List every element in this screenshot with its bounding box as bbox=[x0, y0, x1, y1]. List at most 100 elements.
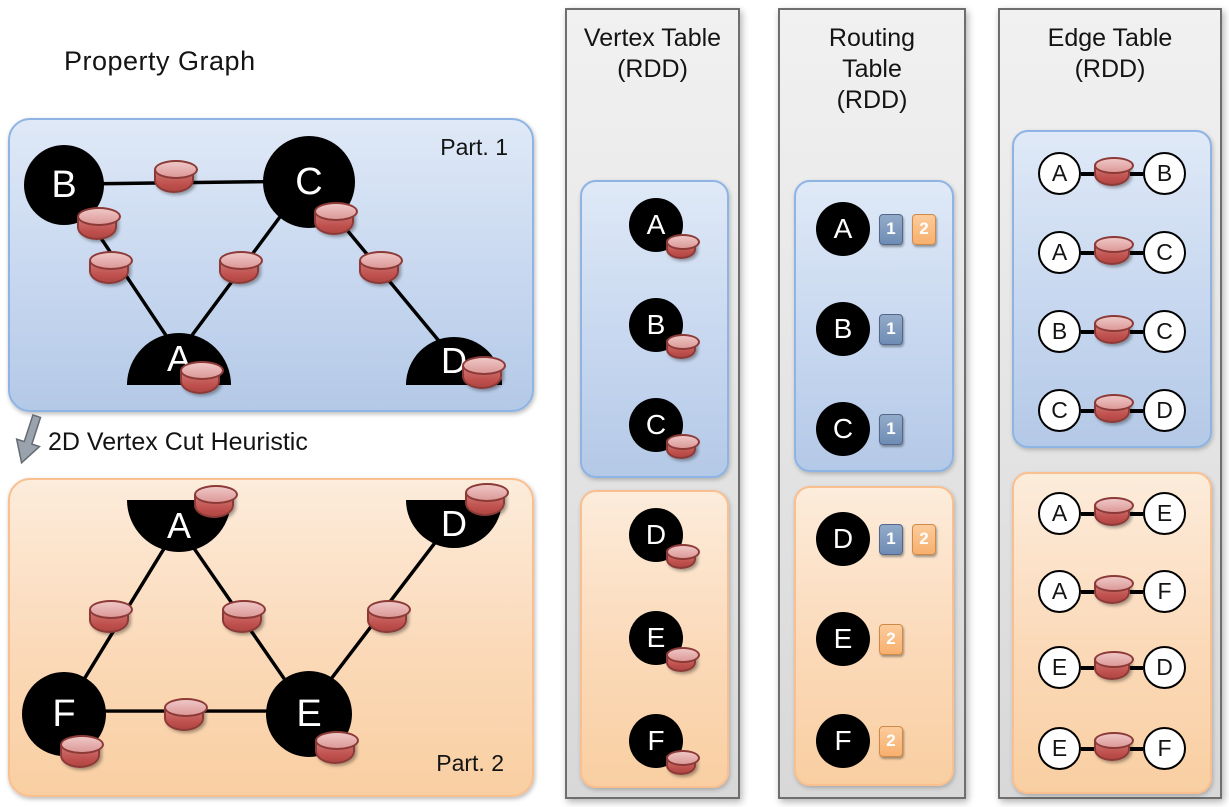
edge-property-cylinder-icon bbox=[222, 600, 266, 633]
routing-table-panel: Routing Table (RDD) A 1 2 B 1 C 1 D 1 2 … bbox=[778, 8, 966, 799]
vertex-circle: C bbox=[816, 402, 870, 456]
partition-1-badge: 1 bbox=[879, 213, 903, 245]
edge-connector-line bbox=[1081, 511, 1094, 516]
vertex-cut-arrow-icon bbox=[15, 414, 42, 465]
edge-property-cylinder-icon bbox=[89, 251, 133, 284]
edge-row: A E bbox=[1014, 492, 1210, 535]
vertex-circle: A bbox=[816, 202, 870, 256]
vertex-entry: C bbox=[629, 398, 700, 459]
edge-property-cylinder-icon bbox=[1094, 235, 1134, 265]
partition-2-badge: 2 bbox=[879, 725, 903, 757]
vertex-entry: B bbox=[629, 298, 700, 359]
edge-property-cylinder-icon bbox=[367, 600, 411, 633]
vertex-property-cylinder-icon bbox=[666, 750, 700, 775]
edge-connector-line bbox=[1081, 665, 1094, 670]
edge-connector-line bbox=[1130, 589, 1143, 594]
vertex-circle: E bbox=[816, 612, 870, 666]
edge-dst-circle: B bbox=[1143, 152, 1186, 195]
vertex-table-title-line2: (RDD) bbox=[617, 55, 688, 83]
edge-dst-circle: F bbox=[1143, 727, 1186, 770]
routing-table-title-line1: Routing bbox=[828, 24, 916, 52]
edge-row: C D bbox=[1014, 389, 1210, 432]
routing-row: D 1 2 bbox=[816, 512, 936, 566]
vertex-circle: B bbox=[816, 302, 870, 356]
edge-dst-circle: C bbox=[1143, 231, 1186, 274]
edge-connector-line bbox=[1130, 511, 1143, 516]
cut-heuristic-label: 2D Vertex Cut Heuristic bbox=[48, 428, 308, 456]
edge-property-cylinder-icon bbox=[1094, 156, 1134, 186]
edge-table-title: Edge Table (RDD) bbox=[1000, 10, 1220, 85]
diagram-title: Property Graph bbox=[64, 46, 256, 76]
vertex-property-cylinder-icon bbox=[666, 334, 700, 359]
edge-src-circle: B bbox=[1038, 310, 1081, 353]
edge-connector-line bbox=[1130, 250, 1143, 255]
edge-property-cylinder-icon bbox=[359, 251, 403, 284]
edge-property-cylinder-icon bbox=[219, 251, 263, 284]
partition-1-badge: 1 bbox=[879, 523, 903, 555]
vertex-property-cylinder-icon bbox=[666, 647, 700, 672]
vertex-property-cylinder-icon bbox=[194, 485, 238, 518]
partition-1-badge: 1 bbox=[879, 313, 903, 345]
vertex-property-cylinder-icon bbox=[666, 434, 700, 459]
edge-table-title-line2: (RDD) bbox=[1074, 55, 1146, 83]
vertex-table-title-line1: Vertex Table bbox=[583, 24, 722, 52]
edge-connector-line bbox=[1081, 250, 1094, 255]
edge-connector-line bbox=[1081, 171, 1094, 176]
partition-2-badge: 2 bbox=[879, 623, 903, 655]
edge-table-partition-1: A B A C B C C D bbox=[1012, 130, 1212, 448]
edge-table-title-line1: Edge Table bbox=[1047, 24, 1173, 52]
routing-row: C 1 bbox=[816, 402, 903, 456]
vertex-table-panel: Vertex Table (RDD) A B C D E F bbox=[565, 8, 740, 799]
vertex-entry: D bbox=[629, 508, 700, 569]
partition-2-badge: 2 bbox=[912, 523, 936, 555]
vertex-entry: E bbox=[629, 611, 700, 672]
vertex-property-cylinder-icon bbox=[77, 207, 121, 240]
routing-row: A 1 2 bbox=[816, 202, 936, 256]
edge-src-circle: A bbox=[1038, 231, 1081, 274]
edge-src-circle: A bbox=[1038, 492, 1081, 535]
edge-row: A F bbox=[1014, 570, 1210, 613]
edge-row: B C bbox=[1014, 310, 1210, 353]
edge-src-circle: E bbox=[1038, 727, 1081, 770]
partition-2-label: Part. 2 bbox=[436, 750, 504, 776]
edge-connector-line bbox=[1130, 746, 1143, 751]
edge-row: E D bbox=[1014, 646, 1210, 689]
edge-property-cylinder-icon bbox=[1094, 650, 1134, 680]
vertex-property-cylinder-icon bbox=[666, 544, 700, 569]
routing-table-partition-2: D 1 2 E 2 F 2 bbox=[794, 486, 954, 786]
edge-row: A B bbox=[1014, 152, 1210, 195]
edge-dst-circle: D bbox=[1143, 646, 1186, 689]
graph-partition-2: A D F E Part. 2 bbox=[8, 478, 534, 797]
partition-1-label: Part. 1 bbox=[440, 134, 508, 160]
edge-dst-circle: F bbox=[1143, 570, 1186, 613]
vertex-property-cylinder-icon bbox=[465, 483, 509, 516]
edge-property-cylinder-icon bbox=[1094, 314, 1134, 344]
vertex-table-partition-1: A B C bbox=[580, 180, 729, 478]
edge-src-circle: E bbox=[1038, 646, 1081, 689]
vertex-circle: D bbox=[816, 512, 870, 566]
vertex-circle: B bbox=[629, 298, 683, 352]
vertex-property-cylinder-icon bbox=[60, 735, 104, 768]
vertex-property-cylinder-icon bbox=[314, 202, 358, 235]
edge-property-cylinder-icon bbox=[1094, 574, 1134, 604]
edge-src-circle: A bbox=[1038, 570, 1081, 613]
routing-row: B 1 bbox=[816, 302, 903, 356]
routing-table-title: Routing Table (RDD) bbox=[780, 10, 964, 116]
edge-property-cylinder-icon bbox=[1094, 496, 1134, 526]
partition-1-badge: 1 bbox=[879, 413, 903, 445]
edge-connector-line bbox=[1130, 665, 1143, 670]
edge-connector-line bbox=[1081, 746, 1094, 751]
edge-dst-circle: D bbox=[1143, 389, 1186, 432]
partition-2-badge: 2 bbox=[912, 213, 936, 245]
edge-connector-line bbox=[1081, 329, 1094, 334]
edge-connector-line bbox=[1130, 329, 1143, 334]
edge-src-circle: A bbox=[1038, 152, 1081, 195]
edge-table-panel: Edge Table (RDD) A B A C B C C bbox=[998, 8, 1222, 799]
vertex-property-cylinder-icon bbox=[180, 361, 224, 394]
edge-property-cylinder-icon bbox=[154, 160, 198, 193]
edge-table-partition-2: A E A F E D E F bbox=[1012, 472, 1212, 794]
routing-row: F 2 bbox=[816, 714, 903, 768]
routing-table-title-line3: (RDD) bbox=[836, 86, 908, 114]
edge-dst-circle: E bbox=[1143, 492, 1186, 535]
vertex-circle: F bbox=[816, 714, 870, 768]
